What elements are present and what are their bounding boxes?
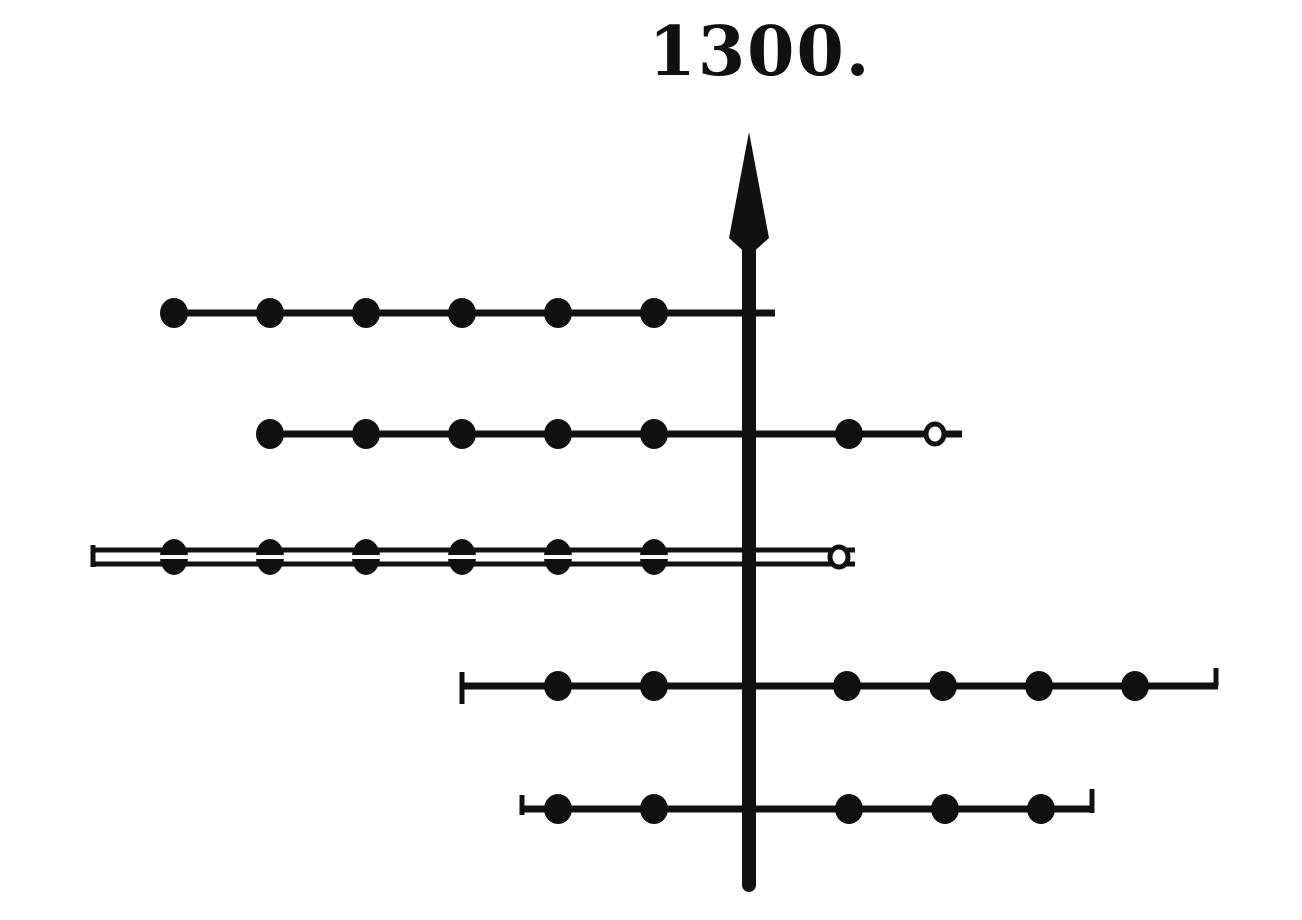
bead-left xyxy=(256,419,284,449)
bead-left xyxy=(160,298,188,328)
bead-right xyxy=(1027,794,1055,824)
bead-left xyxy=(640,298,668,328)
bead-left xyxy=(544,298,572,328)
bead-right xyxy=(931,794,959,824)
bead-left xyxy=(448,298,476,328)
counting-lines xyxy=(90,298,1219,824)
bead-left xyxy=(544,794,572,824)
bead-left xyxy=(448,419,476,449)
bead-left xyxy=(640,794,668,824)
bead-left xyxy=(544,419,572,449)
counting-line-row xyxy=(459,668,1219,704)
bead-right xyxy=(1121,671,1149,701)
counting-line-row xyxy=(160,298,775,328)
bead-left xyxy=(544,671,572,701)
bead-left xyxy=(352,298,380,328)
vertical-axis xyxy=(729,132,769,892)
diagram-title: 1300. xyxy=(648,12,872,92)
counting-line-row xyxy=(256,419,962,449)
bead-right xyxy=(833,671,861,701)
bead-left xyxy=(640,671,668,701)
bead-left xyxy=(352,419,380,449)
counting-line-row xyxy=(90,539,855,575)
bead-right xyxy=(1025,671,1053,701)
bead-right xyxy=(923,421,947,447)
counting-line-row xyxy=(519,789,1095,824)
bead-right xyxy=(827,544,851,570)
bead-right xyxy=(835,419,863,449)
bead-left xyxy=(256,298,284,328)
arrow-head-icon xyxy=(729,132,769,256)
bead-right xyxy=(835,794,863,824)
bead-right xyxy=(929,671,957,701)
bead-left xyxy=(640,419,668,449)
